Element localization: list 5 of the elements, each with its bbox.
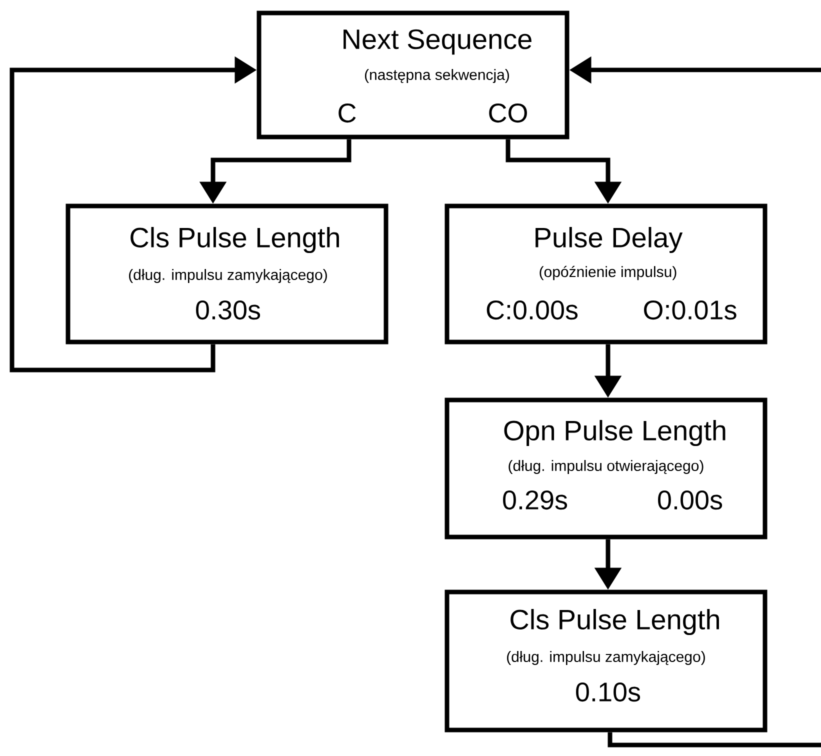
process-box: Cls Pulse Length (dług. impulsu zamykającego) 0.10s bbox=[444, 590, 768, 732]
process-box: Cls Pulse Length (dług. impulsu zamykającego) 0.30s bbox=[66, 204, 388, 344]
process-box: Pulse Delay (opóźnienie impulsu) C:0.00s O:0.01s bbox=[444, 204, 768, 344]
process-box: Opn Pulse Length (dług. impulsu otwierającego) 0.29s 0.00s bbox=[444, 398, 768, 540]
process-box: Next Sequence (następna sekwencja) C CO bbox=[256, 10, 570, 140]
